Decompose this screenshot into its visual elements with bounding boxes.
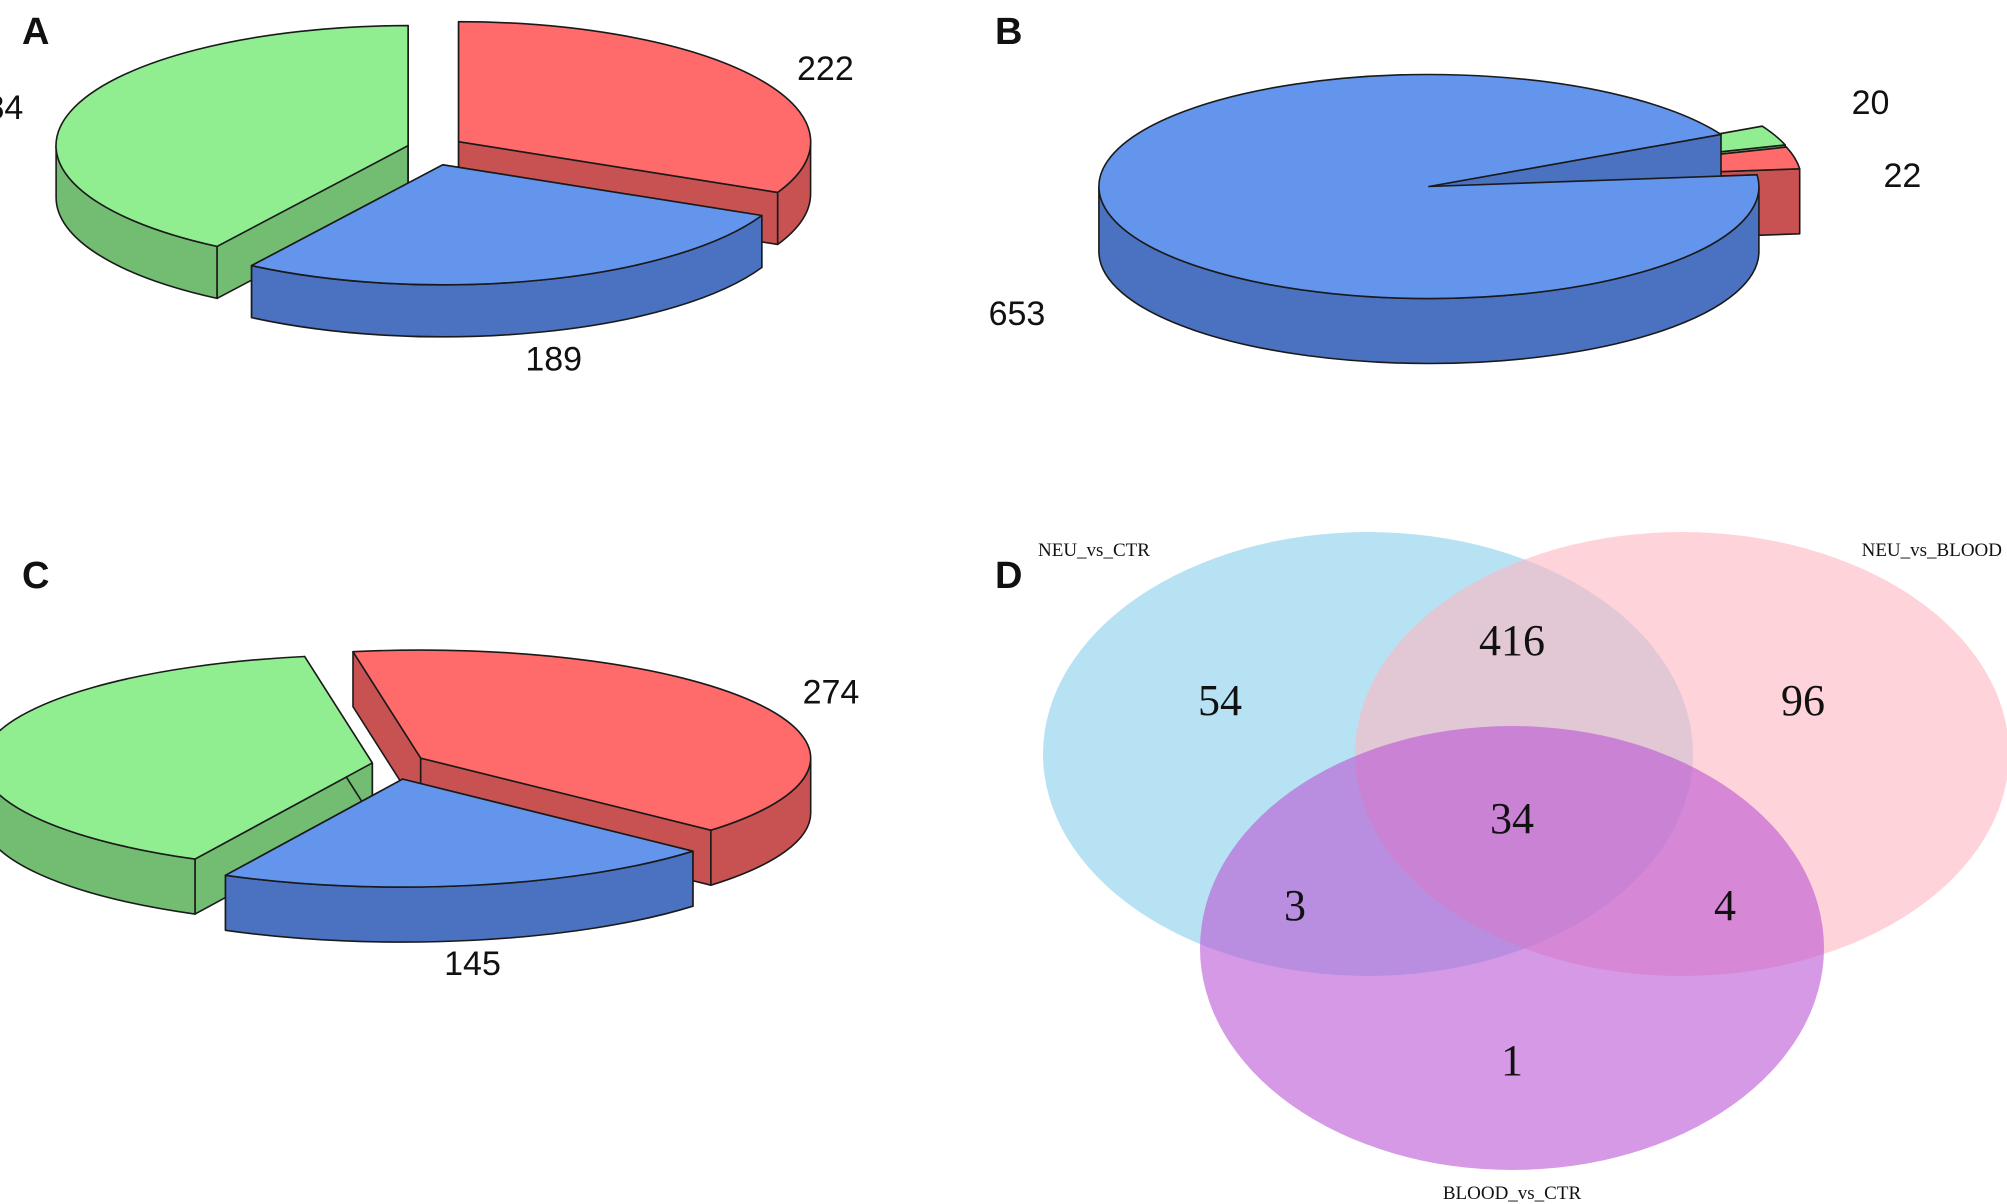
panel-letter-c: C	[22, 555, 49, 597]
pie-chart-a: 222 189 284	[0, 20, 854, 378]
pie-data-label-284: 284	[0, 89, 23, 127]
venn-set-label-2: NEU_vs_BLOOD	[1862, 540, 2002, 561]
pie-slice-653	[1098, 73, 1760, 365]
pie-chart-b: 653 20 22	[989, 73, 1922, 365]
pie-data-label-22: 22	[1884, 157, 1922, 195]
venn-region-count-010: 96	[1781, 676, 1825, 725]
venn-region-count-101: 3	[1284, 881, 1306, 930]
pie-top-653	[1098, 73, 1760, 300]
panel-letter-b: B	[995, 11, 1022, 53]
pie-data-label-189: 189	[525, 340, 582, 378]
venn-region-count-011: 4	[1714, 881, 1736, 930]
venn-region-count-001: 1	[1501, 1036, 1523, 1085]
venn-region-count-100: 54	[1198, 676, 1242, 725]
venn-diagram-d: NEU_vs_CTR NEU_vs_BLOOD BLOOD_vs_CTR 54 96 1 4…	[1038, 532, 2007, 1204]
pie-slice-189	[250, 164, 763, 338]
panel-letter-d: D	[995, 555, 1022, 597]
pie-data-label-653: 653	[989, 295, 1046, 333]
pie-top-274	[352, 649, 812, 831]
venn-set-label-1: NEU_vs_CTR	[1038, 540, 1150, 561]
pie-top-222	[457, 20, 812, 194]
pie-top-284	[55, 24, 409, 248]
pie-data-label-20: 20	[1852, 84, 1890, 122]
venn-set-ellipse-3	[1200, 726, 1824, 1170]
venn-set-label-3: BLOOD_vs_CTR	[1443, 1183, 1582, 1204]
pie-chart-c: 274145276	[0, 649, 860, 983]
pie-slice-145	[224, 778, 694, 943]
pie-top-145	[224, 778, 694, 888]
pie-data-label-145: 145	[444, 945, 501, 983]
venn-region-count-110: 416	[1479, 616, 1545, 665]
pie-top-189	[250, 164, 763, 286]
pie-data-label-222: 222	[797, 50, 854, 88]
panel-letter-a: A	[22, 11, 49, 53]
venn-region-count-111: 34	[1490, 794, 1534, 843]
pie-data-label-274: 274	[803, 673, 860, 711]
pie-top-276	[0, 655, 374, 860]
